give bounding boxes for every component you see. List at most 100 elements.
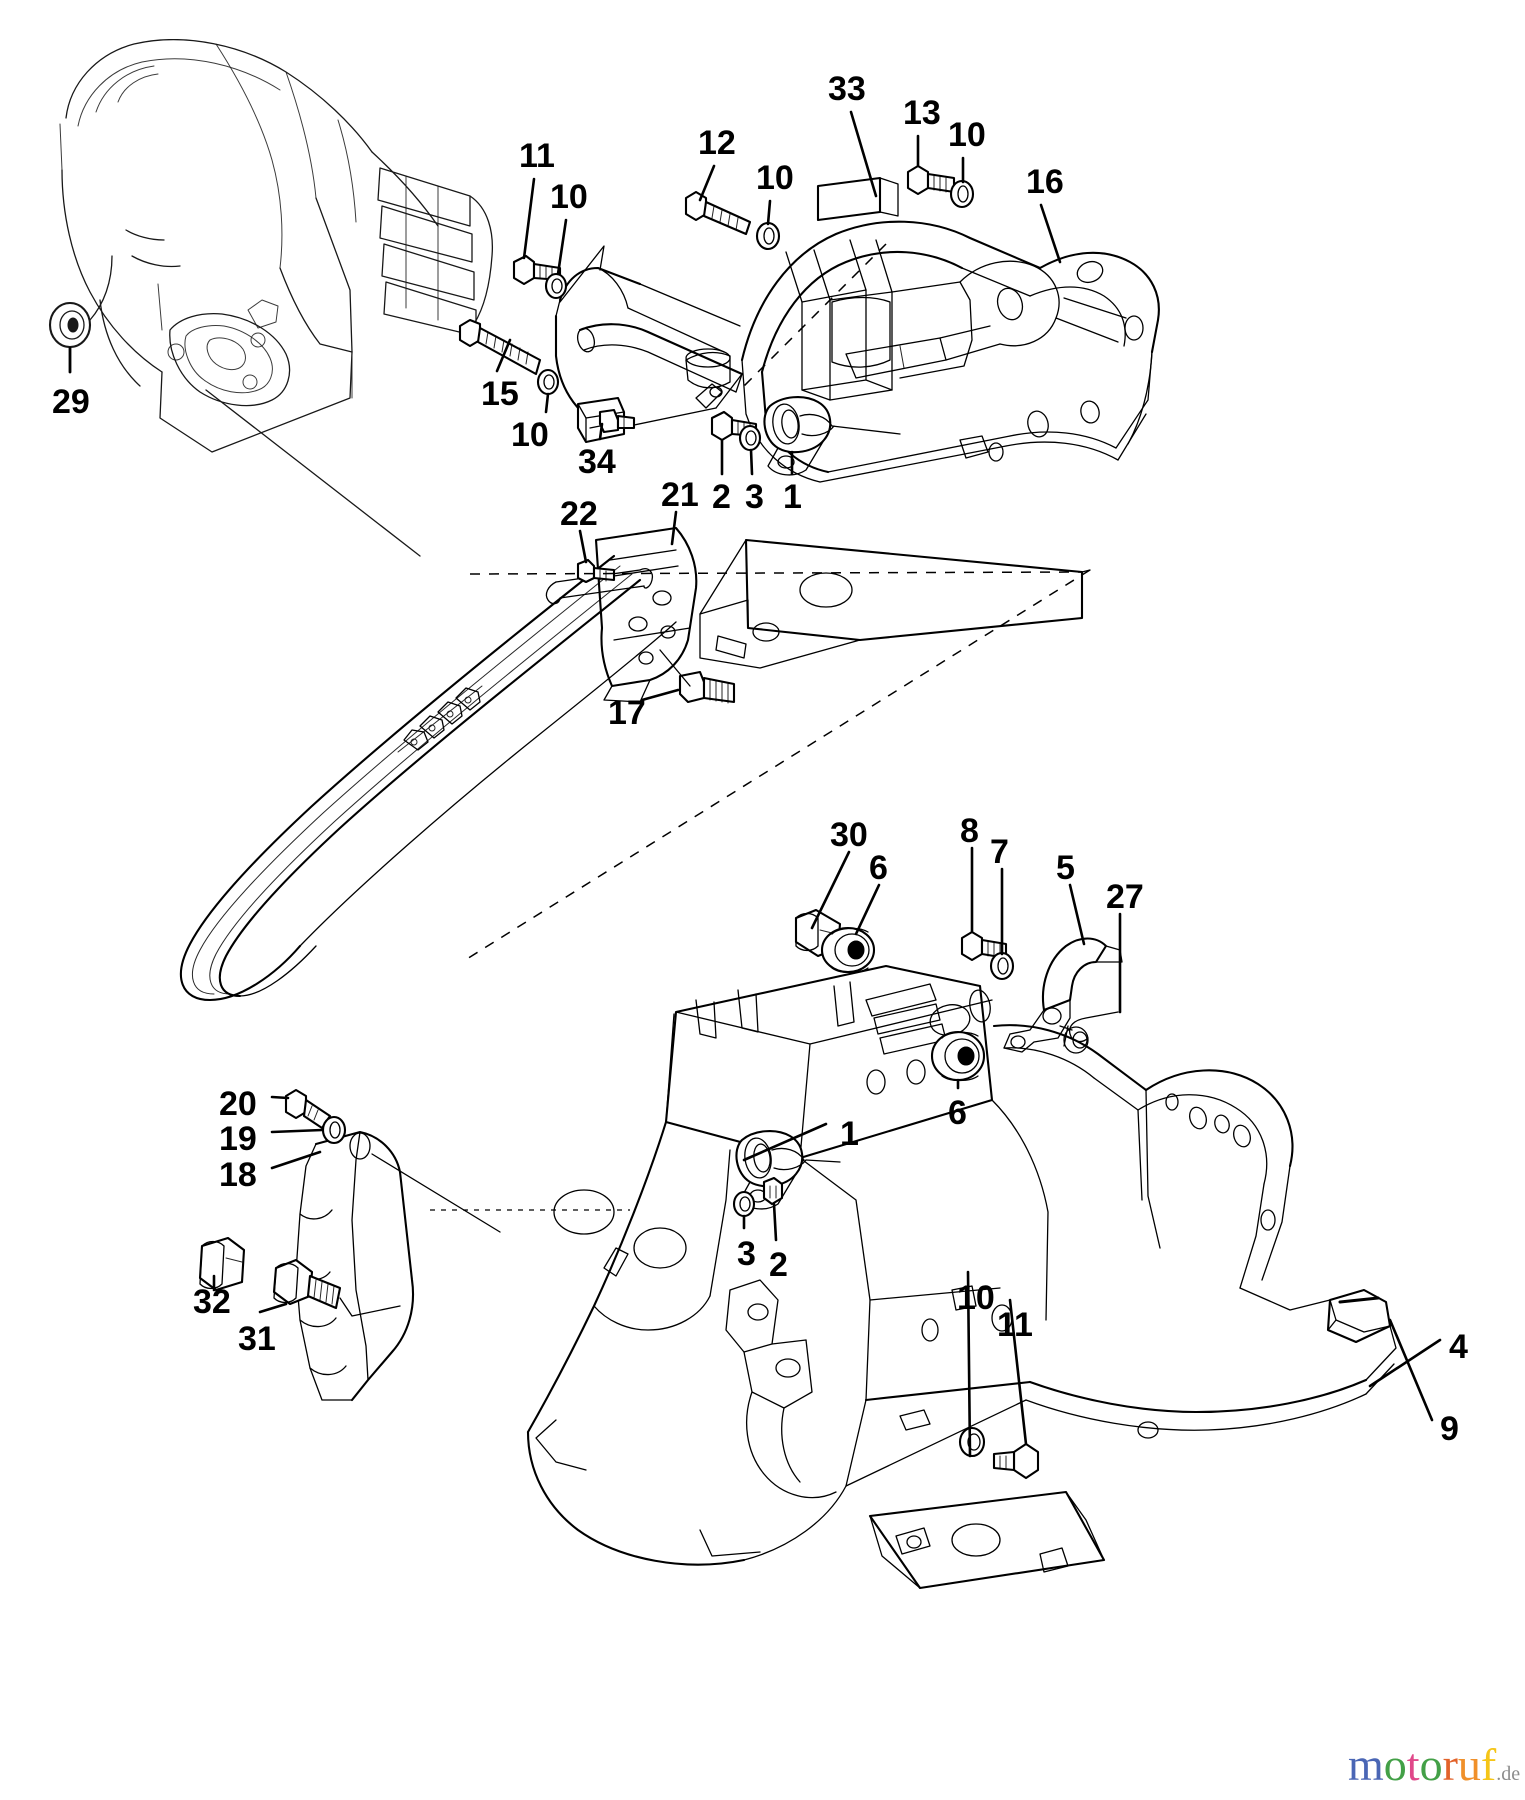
washer-7: [989, 951, 1015, 981]
washer-3-lower: [732, 1190, 756, 1218]
leader-line-15: [495, 338, 512, 373]
sleeve-32: [198, 1236, 246, 1292]
washer-10-upper: [544, 272, 568, 300]
bolt-12: [684, 190, 752, 236]
leader-line-1: [742, 1122, 828, 1162]
leader-line-9: [1388, 1318, 1434, 1422]
part-callout-10: 10: [511, 416, 549, 454]
part-callout-16: 16: [1026, 163, 1064, 201]
grommet-6-lower: [930, 1030, 986, 1082]
leader-line-5: [1068, 883, 1086, 946]
part-callout-21: 21: [661, 476, 699, 514]
part-callout-22: 22: [560, 495, 598, 533]
bolt-15: [458, 318, 542, 376]
leader-line-34: [598, 422, 604, 441]
watermark-letter-0: m: [1348, 1739, 1384, 1790]
leader-line-12: [698, 164, 716, 202]
washer-10-center: [755, 221, 781, 251]
pad-9: [1326, 1288, 1392, 1344]
leader-line-10: [544, 392, 550, 414]
front-handle-bracket: [458, 164, 975, 476]
part-callout-19: 19: [219, 1120, 257, 1158]
part-callout-17: 17: [608, 694, 646, 732]
washer-10-lower: [958, 1426, 986, 1458]
engine-housing-sketch: [48, 39, 494, 557]
part-callout-18: 18: [219, 1156, 257, 1194]
motoruf-watermark: motoruf.de: [1348, 1742, 1520, 1788]
part-callout-27: 27: [1106, 878, 1144, 916]
part-callout-29: 29: [52, 383, 90, 421]
lower-crankcase-assembly: [526, 908, 1397, 1590]
grommet-6-upper: [820, 926, 876, 974]
watermark-letter-4: r: [1442, 1739, 1458, 1790]
part-callout-10: 10: [550, 178, 588, 216]
part-callout-7: 7: [990, 833, 1009, 871]
stud-17: [678, 670, 736, 704]
bumper-spike-assembly: [198, 1088, 630, 1402]
part-callout-9: 9: [1440, 1410, 1459, 1448]
washer-3: [738, 424, 762, 452]
part-callout-6: 6: [869, 849, 888, 887]
watermark-tld: .de: [1496, 1763, 1521, 1785]
part-callout-11: 11: [997, 1306, 1033, 1344]
washer-29: [48, 301, 92, 349]
part-callout-5: 5: [1056, 849, 1075, 887]
washer-10-bolt15: [536, 368, 560, 396]
leader-line-3: [749, 448, 754, 476]
washer-19: [321, 1115, 347, 1145]
leader-line-2: [772, 1202, 778, 1242]
part-callout-32: 32: [193, 1283, 231, 1321]
spring-27: [1063, 1011, 1119, 1054]
watermark-letter-2: t: [1406, 1739, 1420, 1790]
part-callout-3: 3: [737, 1235, 756, 1273]
bolt-13: [906, 164, 956, 196]
part-callout-10: 10: [756, 159, 794, 197]
part-callout-2: 2: [712, 478, 731, 516]
watermark-letter-5: u: [1457, 1739, 1481, 1790]
pin-31: [272, 1258, 342, 1310]
washer-10-bolt13: [949, 179, 975, 209]
part-callout-10: 10: [957, 1279, 995, 1317]
part-callout-20: 20: [219, 1085, 257, 1123]
hub-1: [763, 396, 901, 476]
watermark-letter-3: o: [1419, 1739, 1443, 1790]
leader-line-22: [578, 529, 588, 564]
bolt-22: [576, 558, 616, 584]
part-callout-6: 6: [948, 1094, 967, 1132]
part-callout-12: 12: [698, 124, 736, 162]
leader-line-10: [766, 199, 772, 226]
part-callout-15: 15: [481, 375, 519, 413]
part-callout-33: 33: [828, 70, 866, 108]
part-callout-2: 2: [769, 1246, 788, 1284]
part-callout-8: 8: [960, 812, 979, 850]
leader-line-21: [670, 510, 678, 546]
part-callout-11: 11: [519, 137, 555, 175]
leader-line-4: [1368, 1338, 1442, 1388]
switch-block-34: [576, 396, 636, 444]
bolt-11-lower: [992, 1442, 1040, 1480]
leader-line-16: [1039, 203, 1062, 264]
leader-line-6: [854, 883, 881, 936]
bolt-20: [284, 1088, 332, 1130]
part-callout-31: 31: [238, 1320, 276, 1358]
part-callout-1: 1: [783, 478, 802, 516]
part-callout-1: 1: [840, 1115, 859, 1153]
leader-line-11: [1008, 1298, 1028, 1446]
leader-line-31: [258, 1302, 288, 1314]
part-callout-30: 30: [830, 816, 868, 854]
leader-line-10: [966, 1270, 972, 1458]
part-callout-10: 10: [948, 116, 986, 154]
part-callout-3: 3: [745, 478, 764, 516]
leader-line-10: [556, 218, 568, 276]
leader-line-18: [270, 1150, 322, 1170]
hub-1-lower: [735, 1130, 841, 1210]
rear-handle-frame-16: [461, 220, 1160, 963]
leader-line-19: [270, 1128, 324, 1134]
watermark-letter-6: f: [1480, 1739, 1497, 1790]
leader-line-20: [270, 1095, 290, 1100]
leader-line-33: [849, 110, 878, 198]
part-callout-13: 13: [903, 94, 941, 132]
bolt-2-lower: [762, 1176, 784, 1206]
